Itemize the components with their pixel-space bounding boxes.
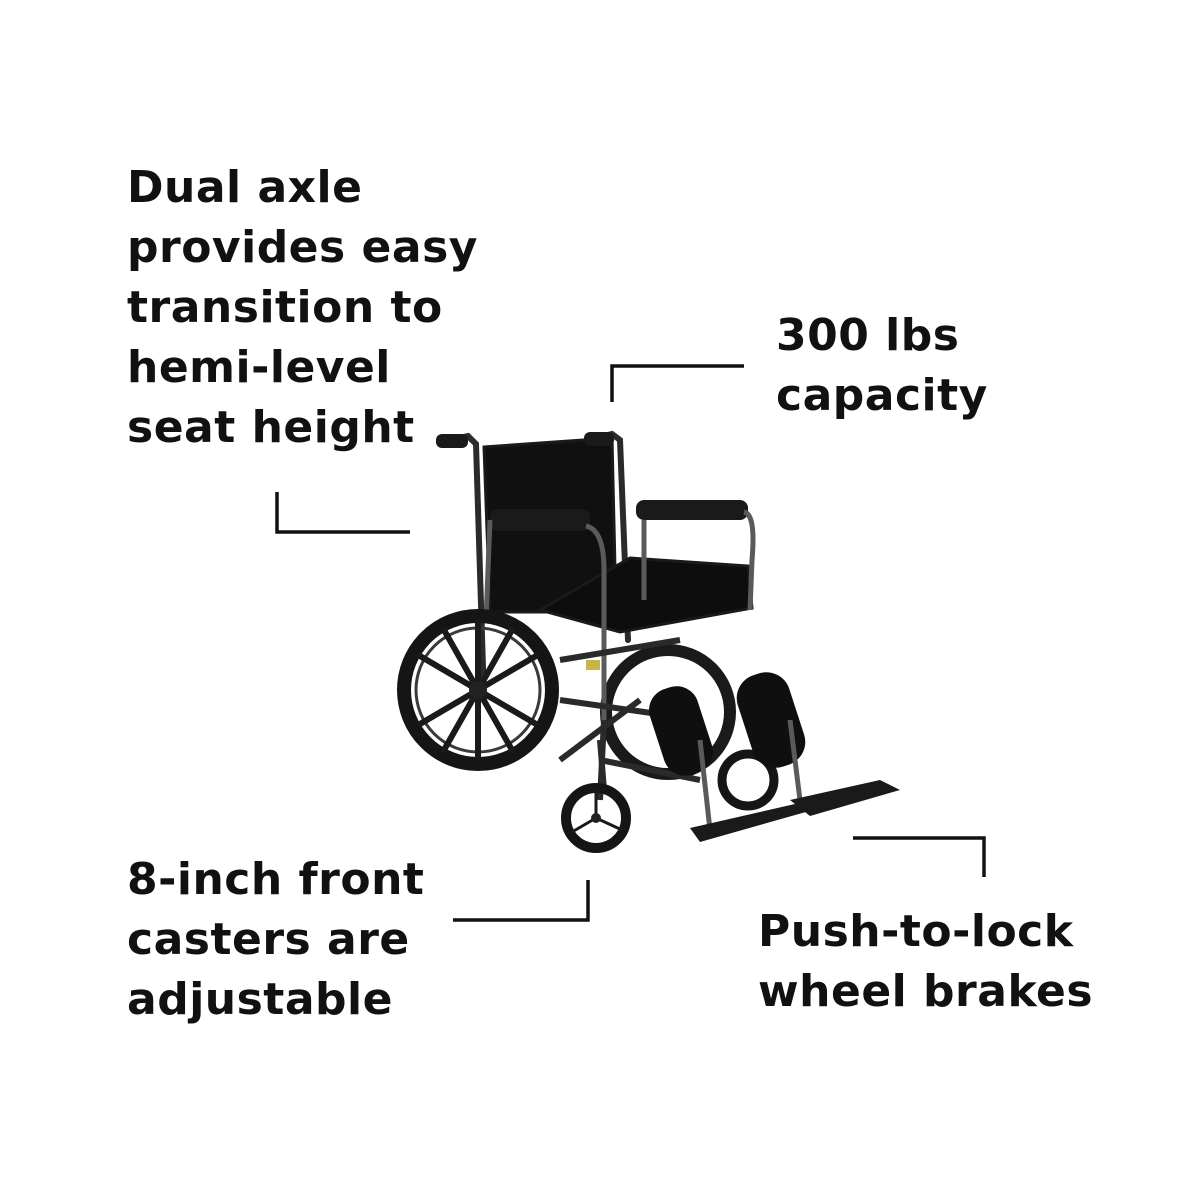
front-caster (561, 739, 631, 853)
leader-line-brakes (853, 836, 986, 877)
leg-rest-right (736, 672, 900, 816)
callout-dual-axle: Dual axle provides easy transition to he… (127, 158, 478, 458)
callout-line: hemi-level (127, 342, 391, 393)
callout-line: transition to (127, 282, 443, 333)
rear-wheel (397, 609, 559, 771)
callout-line: seat height (127, 402, 415, 453)
callout-line: Dual axle (127, 162, 363, 213)
wheel-lock (586, 660, 600, 670)
callout-line: capacity (776, 370, 988, 421)
callout-line: provides easy (127, 222, 478, 273)
callout-capacity: 300 lbs capacity (776, 306, 988, 426)
callout-line: wheel brakes (758, 966, 1094, 1017)
leader-lines (275, 364, 986, 922)
leader-line-axle (275, 492, 410, 534)
callout-line: 300 lbs (776, 310, 960, 361)
front-caster-far (717, 749, 779, 811)
callout-wheel-brakes: Push-to-lock wheel brakes (758, 902, 1093, 1022)
callout-line: 8-inch front (127, 854, 425, 905)
callout-front-casters: 8-inch front casters are adjustable (127, 850, 424, 1030)
leader-line-casters (453, 880, 590, 922)
callout-line: adjustable (127, 974, 393, 1025)
frame (558, 637, 701, 801)
push-handle-left (436, 434, 468, 448)
callout-line: Push-to-lock (758, 906, 1074, 957)
armrest-right (636, 500, 756, 611)
leg-rest-left (649, 686, 830, 842)
push-handle-right (584, 432, 614, 446)
wheelchair-illustration (397, 430, 900, 853)
leader-line-capacity (610, 364, 744, 402)
armrest-left (483, 509, 607, 720)
callout-line: casters are (127, 914, 410, 965)
